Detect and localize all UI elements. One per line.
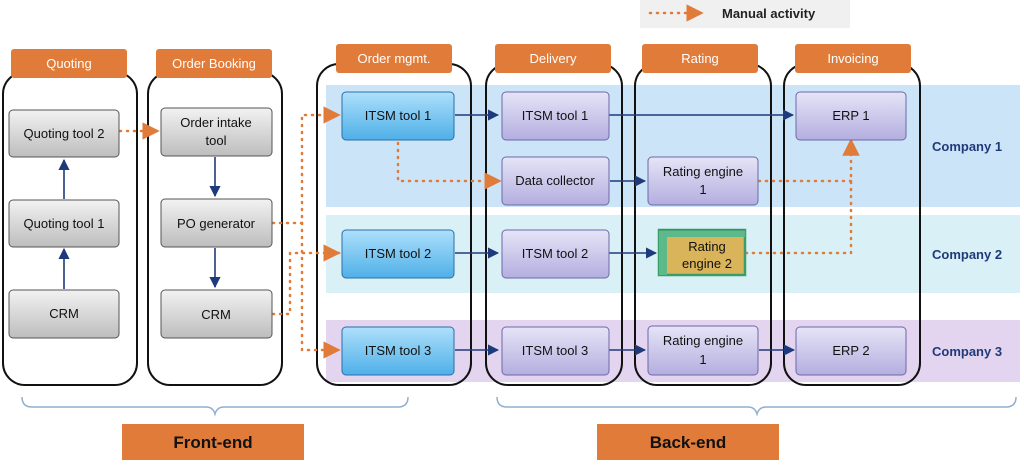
- lane-label-company-1: Company 1: [932, 139, 1002, 154]
- manual-po-to-itsm1: [271, 106, 341, 225]
- column-title-quoting: Quoting: [46, 56, 92, 71]
- label-data-collector: Data collector: [515, 173, 595, 188]
- box-rating-engine-1-company-1: [647, 156, 759, 206]
- lane-label-company-3: Company 3: [932, 344, 1002, 359]
- box-erp-1: [795, 91, 907, 141]
- label-rating-engine-2-line-2: engine 2: [682, 256, 732, 271]
- manual-po-to-itsm3: [300, 221, 341, 359]
- label-quoting-tool-2: Quoting tool 2: [24, 126, 105, 141]
- box-itsm-tool-3-order-mgmt: [341, 326, 455, 376]
- back-end-label: Back-end: [650, 433, 727, 452]
- box-itsm-tool-2-order-mgmt: [341, 229, 455, 279]
- label-itsm-tool-2-order-mgmt: ITSM tool 2: [365, 246, 431, 261]
- label-rating-engine-1b-line-1: Rating engine: [663, 333, 743, 348]
- label-itsm-tool-3-delivery: ITSM tool 3: [522, 343, 588, 358]
- rating-engine-2-left-band: [659, 230, 667, 275]
- box-rating-engine-2: Rating engine 2: [657, 228, 747, 277]
- column-title-order-mgmt: Order mgmt.: [358, 51, 431, 66]
- box-data-collector: [501, 156, 610, 206]
- label-itsm-tool-1-order-mgmt: ITSM tool 1: [365, 108, 431, 123]
- box-quoting-tool-2: [8, 109, 120, 158]
- manual-rating2-to-erp1: [744, 138, 860, 255]
- box-itsm-tool-3-delivery: [501, 326, 610, 376]
- label-rating-engine-1a-line-1: Rating engine: [663, 164, 743, 179]
- label-quoting-tool-1: Quoting tool 1: [24, 216, 105, 231]
- box-quoting-tool-1: [8, 199, 120, 248]
- solid-connectors: [58, 109, 796, 356]
- front-end-label: Front-end: [173, 433, 252, 452]
- label-erp-1: ERP 1: [832, 108, 869, 123]
- column-title-invoicing: Invoicing: [827, 51, 878, 66]
- label-itsm-tool-2-delivery: ITSM tool 2: [522, 246, 588, 261]
- box-itsm-tool-2-delivery: [501, 229, 610, 279]
- label-erp-2: ERP 2: [832, 343, 869, 358]
- column-title-delivery: Delivery: [530, 51, 577, 66]
- legend-label: Manual activity: [722, 6, 816, 21]
- label-crm-order: CRM: [201, 307, 231, 322]
- label-rating-engine-1a-line-2: 1: [699, 182, 706, 197]
- label-rating-engine-2-line-1: Rating: [688, 239, 726, 254]
- manual-connectors: [118, 106, 860, 359]
- label-rating-engine-1b-line-2: 1: [699, 352, 706, 367]
- column-title-order-mgmt-tab: [336, 44, 452, 73]
- box-itsm-tool-1-order-mgmt: [341, 91, 455, 141]
- front-end-brace: [21, 396, 409, 417]
- legend: Manual activity: [640, 0, 850, 28]
- box-erp-2: [795, 326, 907, 376]
- lane-label-company-2: Company 2: [932, 247, 1002, 262]
- manual-itsm1-to-data-collector: [396, 141, 502, 190]
- label-order-intake-line-2: tool: [206, 133, 227, 148]
- column-title-rating-tab: [642, 44, 758, 73]
- label-crm-quoting: CRM: [49, 306, 79, 321]
- manual-crm-to-itsm2: [271, 244, 341, 316]
- rating-engine-2-top-band: [659, 230, 745, 237]
- column-title-invoicing-tab: [795, 44, 911, 73]
- label-order-intake-line-1: Order intake: [180, 115, 252, 130]
- box-itsm-tool-1-delivery: [501, 91, 610, 141]
- box-crm-quoting: [8, 289, 120, 339]
- column-title-quoting-tab: [11, 49, 127, 78]
- back-end-brace: [496, 396, 1017, 417]
- box-po-generator: [160, 198, 273, 248]
- box-rating-engine-1-company-3: [647, 325, 759, 376]
- label-po-generator: PO generator: [177, 216, 256, 231]
- back-end-section-box: [597, 424, 779, 460]
- column-title-order-booking: Order Booking: [172, 56, 256, 71]
- label-itsm-tool-1-delivery: ITSM tool 1: [522, 108, 588, 123]
- column-title-order-booking-tab: [156, 49, 272, 78]
- front-end-section-box: [122, 424, 304, 460]
- column-title-delivery-tab: [495, 44, 611, 73]
- legend-background: [640, 0, 850, 28]
- box-crm-order: [160, 289, 273, 339]
- column-title-rating: Rating: [681, 51, 719, 66]
- box-order-intake-tool: [160, 107, 273, 157]
- label-itsm-tool-3-order-mgmt: ITSM tool 3: [365, 343, 431, 358]
